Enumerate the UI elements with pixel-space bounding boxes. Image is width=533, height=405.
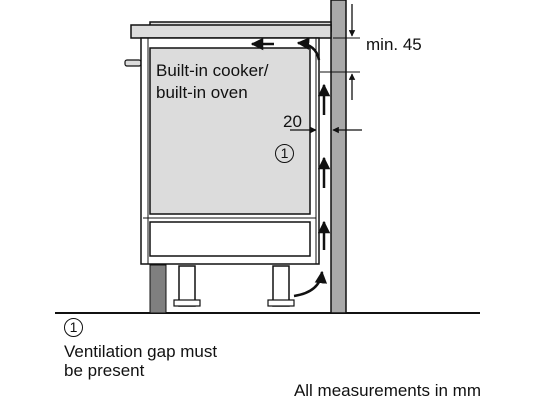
footer-note: All measurements in mm — [293, 381, 481, 400]
drawer — [149, 221, 311, 257]
oven-label: Built-in cooker/ built-in oven — [156, 60, 268, 104]
dimension-min-label: min. 45 — [366, 35, 422, 54]
cabinet-leg-back-foot — [267, 299, 295, 307]
oven-block — [149, 47, 311, 215]
legend-line1: Ventilation gap must — [64, 342, 218, 361]
ventilation-marker: 1 — [275, 144, 294, 163]
airflow-curve-bottom — [293, 270, 328, 298]
wall — [330, 0, 347, 314]
cooktop-frame — [130, 24, 332, 39]
dimension-gap-label: 20 — [283, 112, 302, 131]
cooktop-knob — [124, 59, 142, 67]
cabinet-leg-front-foot — [173, 299, 201, 307]
plinth-panel — [149, 264, 167, 314]
legend-marker: 1 — [64, 318, 83, 337]
oven-label-line2: built-in oven — [156, 83, 248, 102]
legend-line2: be present — [64, 361, 145, 380]
oven-label-line1: Built-in cooker/ — [156, 61, 269, 80]
legend-text: Ventilation gap must be present — [64, 342, 217, 380]
airflow-curve-top — [296, 37, 321, 61]
